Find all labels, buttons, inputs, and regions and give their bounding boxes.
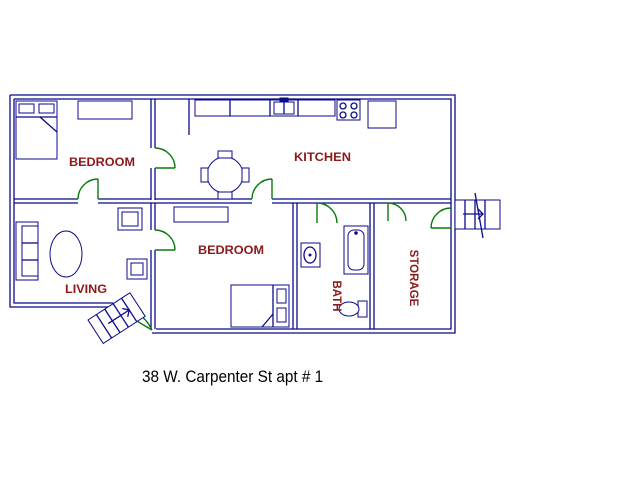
room-label-bedroom-1: BEDROOM [69, 157, 135, 169]
door-bath [316, 202, 338, 224]
refrigerator-icon [367, 100, 397, 129]
room-label-bath: BATH [330, 280, 342, 311]
door-storage [387, 202, 407, 222]
living-furniture [15, 207, 148, 281]
front-stairs [87, 292, 146, 345]
bedroom-1-furniture [15, 100, 133, 160]
dining-table-icon [206, 156, 244, 194]
room-label-kitchen: KITCHEN [294, 152, 351, 164]
stove-icon [336, 99, 361, 121]
address-caption: 38 W. Carpenter St apt # 1 [142, 367, 324, 386]
door-bedroom-2-kitchen [251, 178, 273, 200]
room-label-bedroom-2: BEDROOM [198, 245, 264, 257]
door-bedroom-1-hall [77, 178, 99, 200]
kitchen-fixtures [194, 97, 397, 200]
room-label-storage: STORAGE [407, 250, 419, 307]
coffee-table-icon [49, 230, 83, 278]
counter-icon [194, 99, 336, 117]
room-label-living: LIVING [65, 284, 107, 296]
bath-fixtures [300, 225, 369, 318]
dresser-icon [77, 100, 133, 120]
rear-stairs [454, 192, 501, 239]
room-labels: BEDROOM KITCHEN BEDROOM LIVING BATH STOR… [65, 152, 419, 312]
interior-walls [14, 99, 451, 329]
door-bedroom-1 [154, 147, 176, 169]
door-rear-exterior [430, 207, 452, 229]
door-bedroom-2 [154, 229, 176, 251]
bedroom-2-furniture [173, 206, 290, 328]
dresser-icon [173, 206, 229, 223]
